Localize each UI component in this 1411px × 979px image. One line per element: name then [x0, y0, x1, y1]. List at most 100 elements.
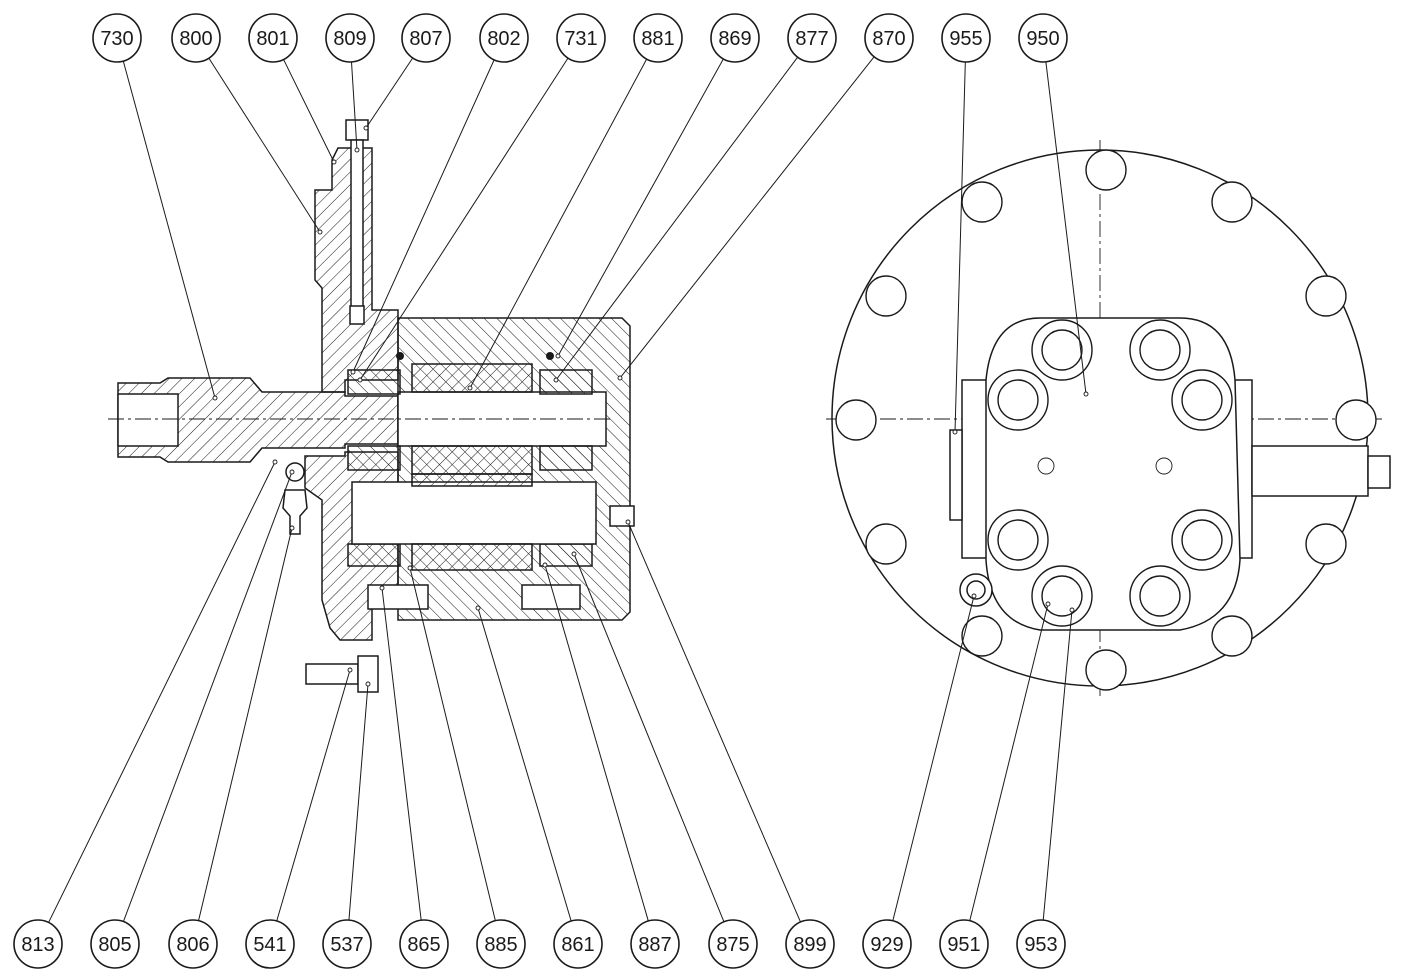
leader-lines	[48, 56, 1089, 923]
callout-number: 877	[795, 28, 828, 50]
lower-gear-bottom	[411, 543, 533, 571]
callout-circle	[553, 919, 603, 969]
leader-line	[573, 553, 725, 922]
callout-801: 801	[248, 13, 298, 63]
shaft-bore	[117, 393, 179, 447]
perimeter-bolts	[835, 149, 1377, 691]
callout-circle	[168, 919, 218, 969]
bearing-lower-right	[539, 543, 593, 567]
callout-circle	[479, 13, 529, 63]
callout-802: 802	[479, 13, 529, 63]
leader-endpoint	[357, 377, 363, 383]
leader-line	[365, 57, 414, 129]
callout-number: 950	[1026, 28, 1059, 50]
callout-circle	[248, 13, 298, 63]
leader-line	[469, 58, 648, 389]
callout-circle	[862, 919, 912, 969]
callout-number: 805	[98, 934, 131, 956]
callout-circle	[630, 919, 680, 969]
leader-line	[619, 56, 875, 379]
leader-line	[544, 564, 649, 922]
callout-circle	[13, 919, 63, 969]
leader-line	[627, 521, 801, 923]
fitting-806	[282, 489, 308, 535]
plug-899	[609, 505, 635, 527]
callout-861: 861	[553, 919, 603, 969]
callout-number: 955	[949, 28, 982, 50]
leader-endpoint	[212, 395, 218, 401]
callout-circle	[633, 13, 683, 63]
leader-endpoint	[1069, 607, 1075, 613]
key-right	[521, 584, 581, 610]
leader-endpoint	[331, 159, 337, 165]
leader-endpoint	[555, 353, 561, 359]
callout-731: 731	[556, 13, 606, 63]
side-fitting	[1367, 455, 1391, 489]
callout-circle	[322, 919, 372, 969]
leader-endpoint	[379, 585, 385, 591]
leader-line	[359, 57, 569, 381]
left-lug	[949, 429, 963, 521]
callout-circle	[787, 13, 837, 63]
leader-endpoint	[475, 605, 481, 611]
leader-line	[892, 595, 975, 921]
port-929-inner	[966, 580, 986, 600]
callout-number: 869	[718, 28, 751, 50]
callout-809: 809	[325, 13, 375, 63]
seal-869-right	[546, 352, 554, 360]
leader-endpoint	[952, 429, 958, 435]
callout-number: 809	[333, 28, 366, 50]
leader-endpoint	[317, 229, 323, 235]
callout-885: 885	[476, 919, 526, 969]
callout-number: 800	[179, 28, 212, 50]
callout-875: 875	[708, 919, 758, 969]
callout-number: 870	[872, 28, 905, 50]
callout-730: 730	[92, 13, 142, 63]
callout-circle	[171, 13, 221, 63]
callout-541: 541	[245, 919, 295, 969]
leader-line	[283, 59, 335, 163]
leader-line	[1042, 609, 1073, 921]
leader-line	[555, 56, 799, 381]
bearing-mid-left	[347, 445, 401, 471]
leader-line	[1045, 61, 1087, 395]
callout-951: 951	[939, 919, 989, 969]
callout-537: 537	[322, 919, 372, 969]
callout-circle	[325, 13, 375, 63]
front-view	[826, 140, 1391, 700]
callout-953: 953	[1016, 919, 1066, 969]
upper-gear-bottom	[411, 445, 533, 475]
leader-endpoint	[350, 369, 356, 375]
callout-805: 805	[90, 919, 140, 969]
leader-endpoint	[354, 147, 360, 153]
callout-number: 885	[484, 934, 517, 956]
callout-929: 929	[862, 919, 912, 969]
callout-circle	[399, 919, 449, 969]
leader-endpoint	[289, 469, 295, 475]
leader-line	[381, 587, 422, 921]
callout-887: 887	[630, 919, 680, 969]
lower-gear-top	[411, 473, 533, 487]
callout-circle	[476, 919, 526, 969]
callout-circle	[92, 13, 142, 63]
leader-line	[350, 61, 358, 151]
callout-800: 800	[171, 13, 221, 63]
leader-endpoint	[571, 551, 577, 557]
callout-circle	[941, 13, 991, 63]
callout-number: 881	[641, 28, 674, 50]
leader-line	[409, 567, 496, 921]
leader-endpoint	[1045, 601, 1051, 607]
callout-870: 870	[864, 13, 914, 63]
callout-circle	[864, 13, 914, 63]
callout-number: 899	[793, 934, 826, 956]
leader-endpoint	[971, 593, 977, 599]
leader-line	[48, 461, 276, 923]
callout-circle	[708, 919, 758, 969]
key-left	[367, 584, 429, 610]
callout-number: 865	[407, 934, 440, 956]
callout-circle	[401, 13, 451, 63]
bolt-shank-809	[350, 139, 364, 311]
lower-gear-shaft	[351, 481, 597, 545]
